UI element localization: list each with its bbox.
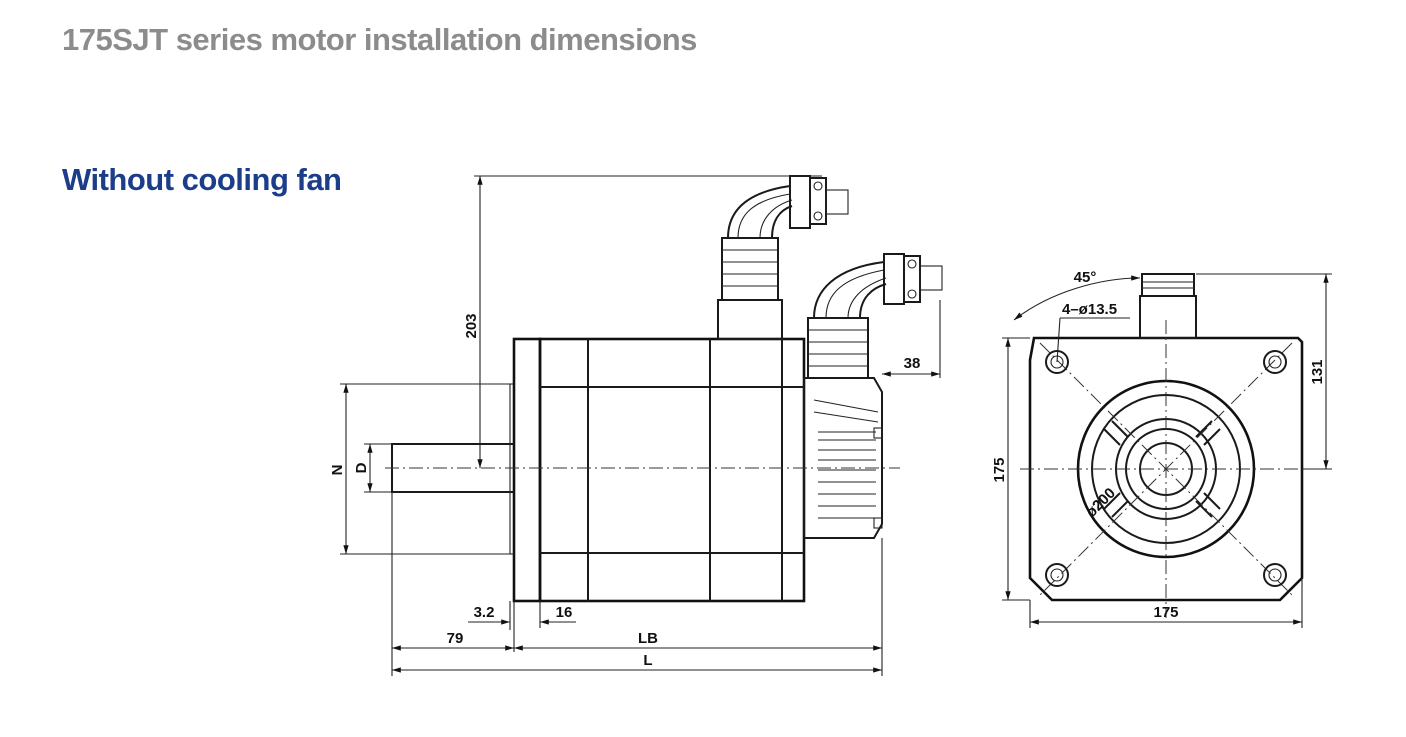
dim-38-label: 38	[904, 355, 921, 372]
mounting-holes	[1045, 350, 1287, 587]
side-view: 203 N D 3.2 16 79 LB L 38	[329, 175, 943, 676]
dim-79-label: 79	[447, 630, 464, 647]
dim-lb-label: LB	[638, 630, 658, 647]
dim-d-label: D	[353, 462, 370, 473]
dim-holes-label: 4–ø13.5	[1062, 301, 1117, 318]
encoder-connector	[807, 253, 943, 379]
dim-n-label: N	[329, 465, 346, 476]
dim-175-vertical-label: 175	[991, 457, 1008, 482]
front-view: 45° 4–ø13.5 ø200 175 175 131	[991, 269, 1332, 628]
dim-203-label: 203	[463, 313, 480, 338]
power-connector	[717, 175, 849, 340]
flange-plate	[512, 337, 542, 603]
dim-131-label: 131	[1309, 359, 1326, 384]
dim-16-label: 16	[556, 604, 573, 621]
flange-square	[1028, 336, 1304, 602]
section-title: Without cooling fan	[62, 162, 342, 197]
dim-3-2-label: 3.2	[474, 604, 495, 621]
dim-45-label: 45°	[1074, 269, 1097, 286]
dim-175-horizontal-label: 175	[1153, 604, 1178, 621]
dim-l-label: L	[643, 652, 652, 669]
page-title: 175SJT series motor installation dimensi…	[62, 22, 697, 57]
motor-body	[538, 337, 806, 603]
encoder-housing	[803, 377, 883, 539]
